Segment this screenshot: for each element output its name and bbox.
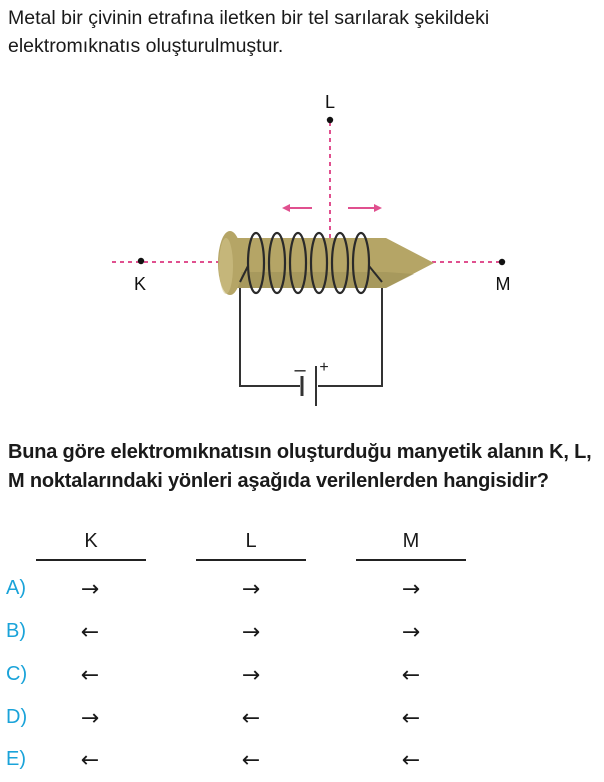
arrow-k: →	[80, 577, 100, 602]
column-header-k: K	[84, 530, 98, 552]
option-label: C)	[6, 663, 28, 685]
point-k-dot	[137, 257, 145, 265]
battery-plus-sign: +	[319, 359, 328, 376]
option-label: D)	[6, 706, 28, 728]
arrow-l: →	[241, 620, 261, 645]
arrow-k: ←	[80, 620, 100, 645]
question-text: Buna göre elektromıknatısın oluşturduğu …	[8, 441, 592, 492]
option-label: B)	[6, 620, 26, 642]
arrow-m: →	[401, 620, 421, 645]
battery-minus-sign: –	[294, 359, 306, 381]
arrow-m: →	[401, 577, 421, 602]
arrow-l: ←	[241, 706, 261, 731]
arrow-k: ←	[80, 663, 100, 688]
column-divider-l	[196, 559, 306, 561]
electromagnet-figure: K L M – +	[112, 92, 511, 406]
arrow-m: ←	[401, 663, 421, 688]
intro-text: Metal bir çivinin etrafına iletken bir t…	[8, 7, 490, 57]
point-l-dot	[326, 116, 334, 124]
right-arrow-icon	[348, 204, 382, 212]
point-k-label: K	[134, 274, 146, 294]
arrow-m: ←	[401, 706, 421, 731]
point-m-label: M	[496, 274, 511, 294]
column-header-l: L	[245, 530, 257, 552]
column-divider-m	[356, 559, 466, 561]
arrow-l: ←	[241, 748, 261, 773]
arrow-l: →	[241, 577, 261, 602]
arrow-m: ←	[401, 748, 421, 773]
option-label: A)	[6, 577, 26, 599]
left-arrow-icon	[282, 204, 312, 212]
column-divider-k	[36, 559, 146, 561]
coil-wire	[246, 231, 371, 295]
arrow-k: ←	[80, 748, 100, 773]
point-m-dot	[498, 258, 506, 266]
circuit-wire	[239, 280, 300, 387]
point-l-label: L	[325, 92, 335, 112]
circuit-wire-right	[318, 280, 383, 387]
column-header-m: M	[402, 530, 420, 552]
arrow-l: →	[241, 663, 261, 688]
arrow-k: →	[80, 706, 100, 731]
option-label: E)	[6, 748, 26, 770]
